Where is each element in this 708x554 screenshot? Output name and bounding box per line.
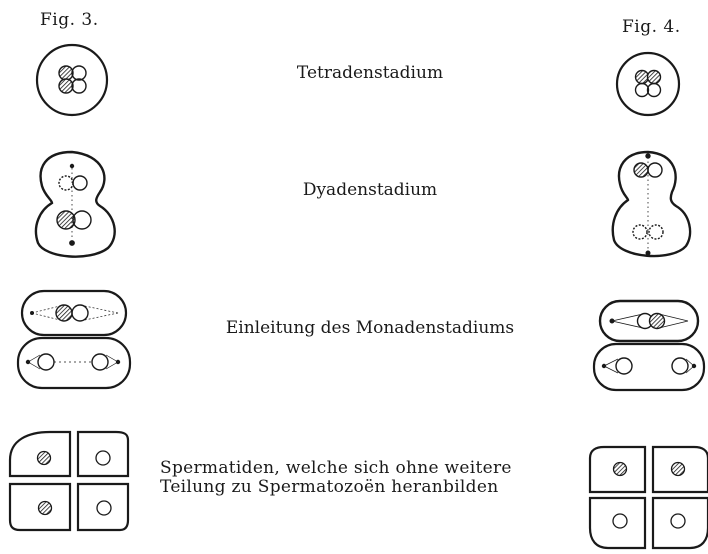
spermatids-line-2: Teilung zu Spermatozoën heranbilden <box>160 477 499 497</box>
fig3-tetrad-cell <box>35 43 109 117</box>
fig3-dyad-cell <box>34 150 116 258</box>
dyad-stage-label: Dyadenstadium <box>302 180 438 200</box>
fig3-spermatid-cells <box>8 430 130 532</box>
fig-3-label: Fig. 3. <box>40 10 99 30</box>
fig-4-label: Fig. 4. <box>622 17 681 37</box>
fig4-tetrad-cell <box>615 51 681 117</box>
fig4-monad-cell-upper <box>598 299 700 343</box>
fig3-monad-cell-lower <box>16 336 132 390</box>
tetrad-stage-label: Tetradenstadium <box>296 63 444 83</box>
fig3-monad-cell-upper <box>20 289 128 337</box>
spermatids-stage-label: Spermatiden, welche sich ohne weitere Te… <box>160 459 512 497</box>
fig4-spermatid-cells <box>588 445 708 550</box>
fig4-dyad-cell <box>611 150 692 258</box>
fig4-monad-cell-lower <box>592 342 706 392</box>
monad-stage-label: Einleitung des Monadenstadiums <box>225 318 515 338</box>
spermatids-line-1: Spermatiden, welche sich ohne weitere <box>160 458 512 478</box>
